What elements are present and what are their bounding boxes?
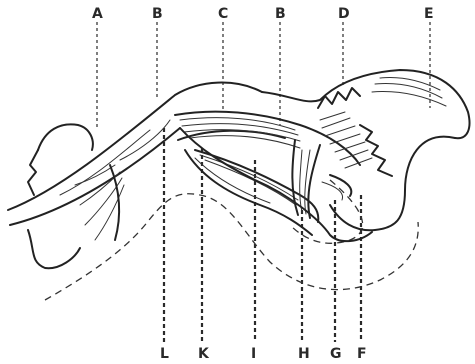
label-b-left: B bbox=[152, 6, 163, 22]
inner-tendon bbox=[185, 150, 351, 235]
label-b-right: B bbox=[275, 6, 286, 22]
label-c: C bbox=[218, 6, 228, 22]
label-i: I bbox=[251, 346, 256, 362]
label-h: H bbox=[298, 346, 310, 362]
label-f: F bbox=[357, 346, 367, 362]
label-d: D bbox=[338, 6, 350, 22]
left-shaft bbox=[8, 83, 262, 269]
label-a: A bbox=[92, 6, 103, 22]
dashed-outline bbox=[45, 194, 418, 300]
label-e: E bbox=[424, 6, 434, 22]
label-l: L bbox=[160, 346, 169, 362]
label-g: G bbox=[330, 346, 342, 362]
top-leader-lines bbox=[97, 22, 430, 130]
label-k: K bbox=[198, 346, 210, 362]
